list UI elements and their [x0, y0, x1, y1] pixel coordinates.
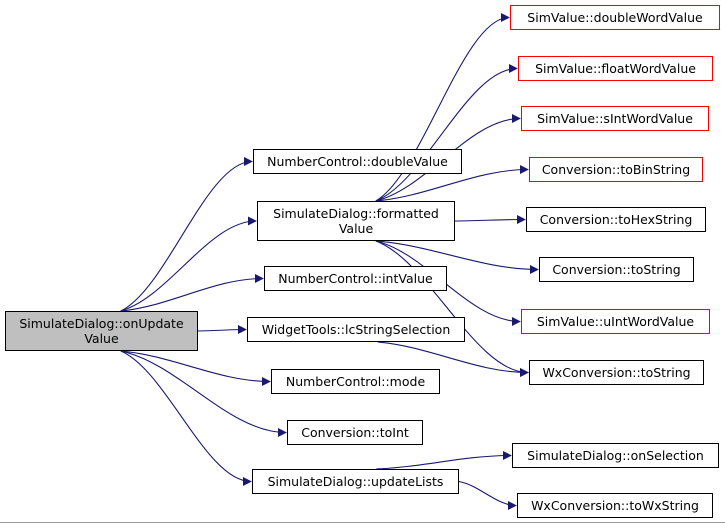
edge-root-to-sd_update [120, 350, 252, 486]
edge-sd_update-to-sd_onsel [376, 451, 512, 470]
node-numbercontrol-intvalue[interactable]: NumberControl::intValue [264, 266, 447, 291]
node-conversion-tobinstring[interactable]: Conversion::toBinString [529, 157, 703, 182]
edge-root-to-conv_toint [120, 350, 287, 437]
node-simulatedialog-formattedvalue[interactable]: SimulateDialog::formatted Value [257, 201, 455, 241]
edge-sd_formatted-to-conv_hex [454, 215, 526, 225]
node-wxconversion-tostring[interactable]: WxConversion::toString [529, 360, 704, 385]
edge-sd_formatted-to-sv_uint [375, 240, 521, 326]
node-conversion-tohexstring[interactable]: Conversion::toHexString [526, 207, 706, 232]
edge-sd_formatted-to-conv_str [375, 240, 539, 274]
node-conversion-tostring[interactable]: Conversion::toString [539, 257, 694, 282]
edge-root-to-nc_mode [120, 350, 271, 386]
edge-sd_formatted-to-wx_tostr [375, 240, 529, 377]
edge-wt_lc-to-wx_tostr [377, 341, 529, 377]
node-conversion-toint[interactable]: Conversion::toInt [287, 420, 423, 445]
node-simvalue-sintwordvalue[interactable]: SimValue::sIntWordValue [521, 106, 709, 131]
node-simvalue-floatwordvalue[interactable]: SimValue::floatWordValue [518, 56, 713, 81]
edge-sd_update-to-wx_towx [458, 480, 517, 510]
node-simvalue-uintwordvalue[interactable]: SimValue::uIntWordValue [521, 309, 710, 334]
edge-root-to-nc_int [120, 274, 264, 312]
node-simulatedialog-updatelists[interactable]: SimulateDialog::updateLists [252, 469, 459, 494]
bottom-divider [0, 522, 725, 523]
node-numbercontrol-doublevalue[interactable]: NumberControl::doubleValue [253, 149, 462, 174]
node-simulatedialog-onselection[interactable]: SimulateDialog::onSelection [512, 443, 719, 468]
node-simulatedialog-onupdatevalue: SimulateDialog::onUpdate Value [5, 311, 198, 351]
edge-root-to-nc_double [120, 157, 253, 312]
edge-root-to-sd_formatted [120, 216, 257, 312]
edge-sd_formatted-to-sv_double [375, 13, 510, 202]
edge-root-to-wt_lc [197, 325, 247, 335]
edge-sd_formatted-to-conv_bin [375, 165, 529, 202]
node-simvalue-doublewordvalue[interactable]: SimValue::doubleWordValue [510, 5, 720, 30]
node-numbercontrol-mode[interactable]: NumberControl::mode [271, 369, 440, 394]
node-widgettools-lcstringselection[interactable]: WidgetTools::lcStringSelection [247, 317, 465, 342]
edge-sd_formatted-to-sv_float [375, 64, 518, 202]
node-wxconversion-towxstring[interactable]: WxConversion::toWxString [517, 493, 713, 518]
